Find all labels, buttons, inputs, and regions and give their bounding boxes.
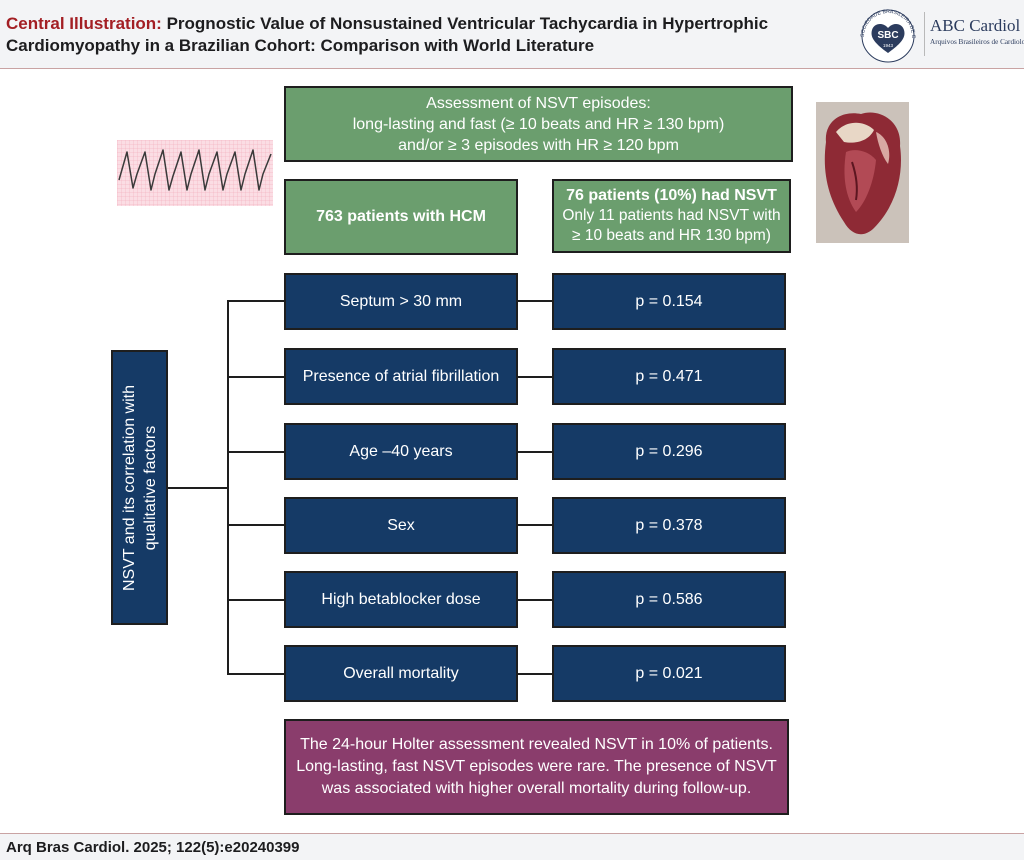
connector-branch [227, 451, 284, 453]
connector-pvalue [518, 599, 552, 601]
pvalue-label: p = 0.586 [635, 590, 703, 608]
connector-pvalue [518, 524, 552, 526]
correlation-box: NSVT and its correlation with qualitativ… [111, 350, 168, 625]
title-prefix: Central Illustration: [6, 14, 162, 33]
logo-divider [924, 12, 925, 56]
connector-left-stub [168, 487, 228, 489]
nsvt-headline: 76 patients (10%) had NSVT [566, 187, 777, 204]
assessment-box: Assessment of NSVT episodes: long-lastin… [284, 86, 793, 162]
hcm-patients-label: 763 patients with HCM [316, 208, 486, 225]
pvalue-label: p = 0.154 [635, 292, 703, 310]
connector-pvalue [518, 376, 552, 378]
factor-box-age: Age –40 years [284, 423, 518, 480]
nsvt-detail-line-1: Only 11 patients had NSVT with [562, 207, 781, 224]
pvalue-box-betablocker: p = 0.586 [552, 571, 786, 628]
nsvt-patients-box: 76 patients (10%) had NSVT Only 11 patie… [552, 179, 791, 253]
seal-year: 1943 [883, 43, 894, 48]
sbc-seal-logo: SOCIEDADE BRASILEIRA DE CARDIOLOGIA SBC … [856, 7, 916, 63]
ecg-strip-image [117, 140, 273, 206]
connector-trunk [227, 300, 229, 674]
summary-line-2: Long-lasting, fast NSVT episodes were ra… [296, 758, 777, 775]
citation-text: Arq Bras Cardiol. 2025; 122(5):e20240399 [6, 839, 300, 856]
summary-box: The 24-hour Holter assessment revealed N… [284, 719, 789, 815]
connector-pvalue [518, 673, 552, 675]
pvalue-label: p = 0.378 [635, 516, 703, 534]
factor-label: Age –40 years [349, 442, 453, 460]
footer-divider [0, 833, 1024, 834]
pvalue-label: p = 0.296 [635, 442, 703, 460]
header-divider [0, 68, 1024, 69]
assessment-line-2: long-lasting and fast (≥ 10 beats and HR… [352, 115, 725, 133]
heart-specimen-image [816, 102, 909, 243]
pvalue-label: p = 0.021 [635, 664, 703, 682]
factor-box-mortality: Overall mortality [284, 645, 518, 702]
connector-branch [227, 673, 284, 675]
pvalue-label: p = 0.471 [635, 367, 703, 385]
factor-label: Septum > 30 mm [339, 292, 463, 310]
hcm-patients-box: 763 patients with HCM [284, 179, 518, 255]
factor-label: High betablocker dose [321, 590, 481, 608]
journal-subtitle: Arquivos Brasileiros de Cardiologia [930, 38, 1024, 46]
factor-label: Presence of atrial fibrillation [302, 367, 500, 385]
pvalue-box-atrial-fibrillation: p = 0.471 [552, 348, 786, 405]
journal-name: ABC Cardiol [930, 16, 1021, 35]
page-title: Central Illustration: Prognostic Value o… [6, 13, 826, 57]
pvalue-box-mortality: p = 0.021 [552, 645, 786, 702]
pvalue-box-age: p = 0.296 [552, 423, 786, 480]
summary-line-1: The 24-hour Holter assessment revealed N… [300, 736, 773, 753]
connector-branch [227, 300, 284, 302]
factor-label: Sex [387, 516, 415, 534]
correlation-label: NSVT and its correlation with qualitativ… [120, 384, 159, 591]
footer-bar: Arq Bras Cardiol. 2025; 122(5):e20240399 [0, 834, 1024, 860]
pvalue-box-septum: p = 0.154 [552, 273, 786, 330]
connector-branch [227, 599, 284, 601]
factor-label: Overall mortality [343, 664, 459, 682]
factor-box-sex: Sex [284, 497, 518, 554]
connector-branch [227, 376, 284, 378]
connector-branch [227, 524, 284, 526]
title-text: Prognostic Value of Nonsustained Ventric… [6, 14, 769, 55]
seal-text: SBC [877, 30, 898, 41]
factor-box-betablocker: High betablocker dose [284, 571, 518, 628]
pvalue-box-sex: p = 0.378 [552, 497, 786, 554]
factor-box-septum: Septum > 30 mm [284, 273, 518, 330]
summary-line-3: was associated with higher overall morta… [321, 780, 752, 797]
header-bar: Central Illustration: Prognostic Value o… [0, 0, 1024, 68]
connector-pvalue [518, 300, 552, 302]
factor-box-atrial-fibrillation: Presence of atrial fibrillation [284, 348, 518, 405]
nsvt-detail-line-2: ≥ 10 beats and HR 130 bpm) [572, 227, 771, 244]
connector-pvalue [518, 451, 552, 453]
assessment-line-3: and/or ≥ 3 episodes with HR ≥ 120 bpm [398, 136, 679, 154]
assessment-line-1: Assessment of NSVT episodes: [426, 94, 651, 112]
